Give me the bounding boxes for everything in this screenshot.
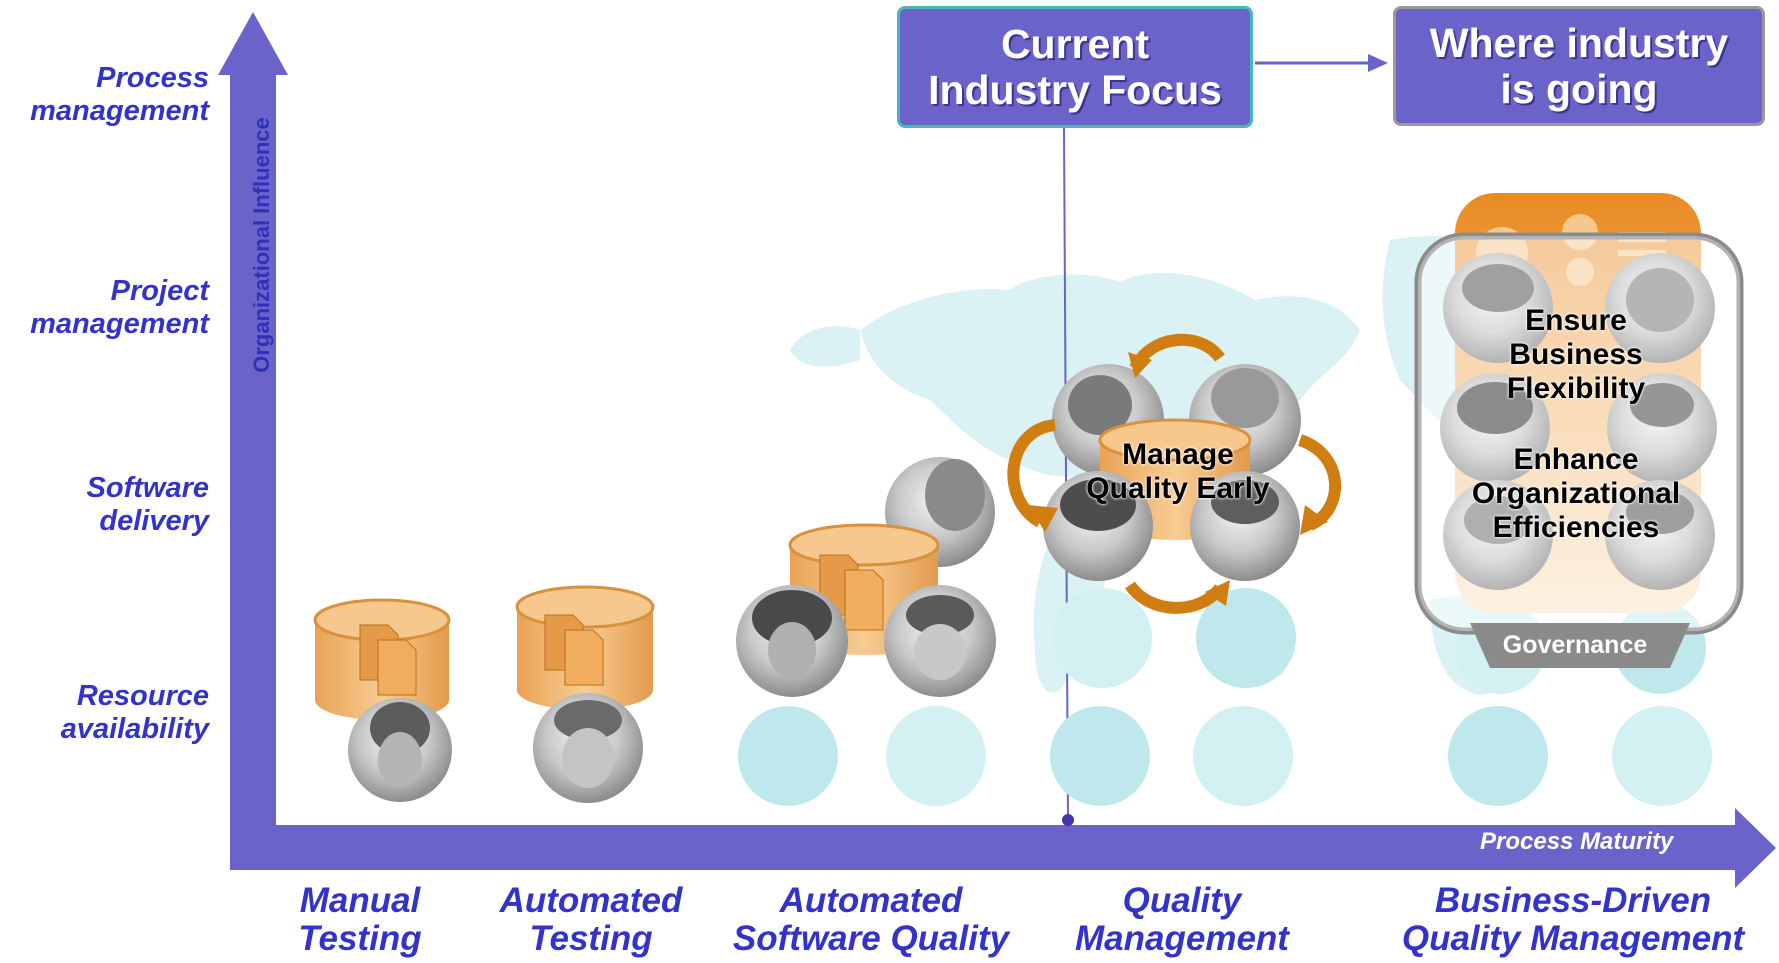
y-axis-title: Organizational Influence <box>249 117 274 373</box>
x-axis-title: Process Maturity <box>1480 828 1674 855</box>
future-direction-box: Where industry is going <box>1393 6 1765 126</box>
x-axis-arrow <box>230 808 1776 888</box>
y-level-resource: Resource availability <box>0 680 209 746</box>
x-stage-line: Business-Driven <box>1434 881 1712 920</box>
x-stage-business-driven: Business-Driven Quality Management <box>1402 882 1744 958</box>
y-level-line: availability <box>60 713 209 745</box>
x-stage-automated: Automated Testing <box>500 882 683 958</box>
box-line: Current <box>1000 21 1150 67</box>
y-level-line: Project <box>110 275 209 307</box>
x-stage-line: Testing <box>529 919 653 958</box>
enhance-efficiencies-callout: Enhance Organizational Efficiencies <box>1472 443 1680 545</box>
x-stage-line: Quality <box>1122 881 1242 920</box>
callout-line: Ensure <box>1525 304 1627 337</box>
ensure-flexibility-callout: Ensure Business Flexibility <box>1507 304 1645 406</box>
callout-line: Efficiencies <box>1492 511 1660 544</box>
y-level-project: Project management <box>0 275 209 341</box>
x-stage-quality-management: Quality Management <box>1075 882 1289 958</box>
callout-line: Enhance <box>1513 443 1639 476</box>
manage-quality-callout: Manage Quality Early <box>1086 438 1269 506</box>
manual-testing-group <box>313 598 452 802</box>
callout-line: Manage <box>1122 438 1234 471</box>
y-level-software: Software delivery <box>0 472 209 538</box>
x-stage-line: Testing <box>298 919 422 958</box>
current-focus-line <box>1063 127 1069 821</box>
y-level-line: Software <box>86 472 209 504</box>
x-stage-line: Manual <box>299 881 421 920</box>
y-level-line: management <box>30 95 209 127</box>
x-stage-line: Automated <box>779 881 963 920</box>
quality-management-group <box>1007 333 1341 614</box>
x-stage-manual: Manual Testing <box>298 882 421 958</box>
y-axis-arrow <box>218 12 288 850</box>
automated-testing-group <box>515 585 655 803</box>
x-stage-line: Quality Management <box>1401 919 1745 958</box>
business-driven-group <box>1414 193 1744 668</box>
y-level-line: delivery <box>99 505 209 537</box>
y-level-process: Process management <box>0 62 209 128</box>
box-line: is going <box>1500 66 1658 112</box>
callout-line: Flexibility <box>1506 372 1646 405</box>
automated-software-quality-group <box>736 457 996 697</box>
callout-line: Quality Early <box>1086 472 1270 505</box>
current-focus-box: Current Industry Focus <box>897 6 1253 128</box>
y-level-line: Process <box>96 62 209 94</box>
x-stage-line: Software Quality <box>732 919 1010 958</box>
box-line: Industry Focus <box>928 67 1222 113</box>
callout-line: Organizational <box>1471 477 1681 510</box>
callout-line: Business <box>1509 338 1643 371</box>
x-stage-line: Automated <box>499 881 683 920</box>
governance-label: Governance <box>1502 631 1648 659</box>
y-level-line: management <box>30 308 209 340</box>
y-level-line: Resource <box>76 680 209 712</box>
x-stage-automated-software-quality: Automated Software Quality <box>733 882 1009 958</box>
current-focus-marker <box>1062 814 1074 826</box>
x-stage-line: Management <box>1075 919 1289 958</box>
governance-tab <box>1470 623 1690 668</box>
trend-arrow-head <box>1368 54 1388 72</box>
box-line: Where industry <box>1429 20 1729 66</box>
